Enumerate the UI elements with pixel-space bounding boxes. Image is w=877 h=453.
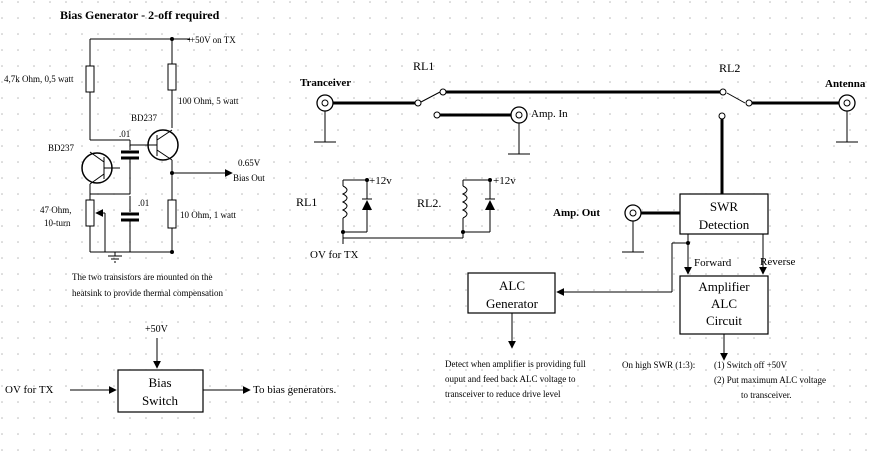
alc-gen-line-1: ALC [499,278,525,293]
cap2-label: .01 [138,198,149,208]
alc-desc-2: ouput and feed back ALC voltage to [445,374,576,384]
alc-desc-1: Detect when amplifier is providing full [445,359,586,369]
q2-label: BD237 [131,113,158,123]
amp-alc-note-b: (1) Switch off +50V [714,360,788,370]
forward-label: Forward [694,257,732,269]
swr-line-2: Detection [699,217,750,232]
amp-alc-note-d: to transceiver. [741,390,791,400]
bias-switch-line-2: Switch [142,393,179,408]
q1-label: BD237 [48,143,75,153]
supply-label: +50V on TX [190,35,236,45]
rl1-top-label: RL1 [413,59,434,73]
coil-rl1-label: RL1 [296,195,317,209]
bias-generator: Bias Generator - 2-off required +50V on … [4,8,265,298]
relay-coils: RL1 +12v OV for TX RL2. +12v [296,175,516,261]
bias-title: Bias Generator - 2-off required [60,8,220,22]
rf-path: Tranceiver RL1 RL2 Antenna Amp. In [300,59,866,253]
out-label: Bias Out [233,173,265,183]
r-collector-label: 100 Ohm, 5 watt [178,96,239,106]
amp-alc-note-c: (2) Put maximum ALC voltage [714,375,826,385]
reverse-label: Reverse [760,256,796,268]
r-emitter-label: 10 Ohm, 1 watt [180,210,236,220]
amp-alc-line-2: ALC [711,296,737,311]
cap1-label: .01 [119,129,130,139]
potentiometer [85,199,95,227]
bias-switch-supply: +50V [145,324,169,335]
diode-rl1 [362,200,372,210]
ov-for-tx-label: OV for TX [310,249,359,261]
pot-label-1: 47 Ohm, [40,205,72,215]
note-line-2: heatsink to provide thermal compensation [72,288,223,298]
amp-alc-line-3: Circuit [706,313,742,328]
bias-switch-line-1: Bias [148,375,171,390]
plus12-a: +12v [369,175,392,187]
r-top-label: 4,7k Ohm, 0,5 watt [4,74,74,84]
swr-box [679,193,769,235]
bias-switch-output: To bias generators. [253,384,336,396]
alc-desc-3: transceiver to reduce drive level [445,389,561,399]
coil-rl2-label: RL2. [417,196,441,210]
alc-gen-line-2: Generator [486,296,539,311]
resistor-100ohm [167,63,177,91]
diode-rl2 [485,200,495,210]
amp-out-label: Amp. Out [553,207,600,219]
bias-switch-box [117,369,204,413]
plus12-b: +12v [493,175,516,187]
amp-alc-box [679,275,769,335]
swr-line-1: SWR [710,199,739,214]
bias-switch-input: OV for TX [5,384,54,396]
resistor-10ohm [167,199,177,229]
bias-switch-section: +50V OV for TX Bias Switch To bias gener… [5,324,336,413]
amp-in-label: Amp. In [531,108,568,120]
pot-label-2: 10-turn [44,218,71,228]
amp-alc-note-a: On high SWR (1:3): [622,360,695,370]
antenna-label: Antenna [825,78,866,90]
resistor-4k7 [85,65,95,93]
swr-alc-section: SWR Detection Forward Reverse ALC Genera… [445,193,826,400]
out-voltage: 0.65V [238,158,261,168]
amp-alc-line-1: Amplifier [698,279,750,294]
svg-text:+: + [187,35,192,45]
rl2-top-label: RL2 [719,61,740,75]
note-line-1: The two transistors are mounted on the [72,272,212,282]
tranceiver-label: Tranceiver [300,77,351,89]
